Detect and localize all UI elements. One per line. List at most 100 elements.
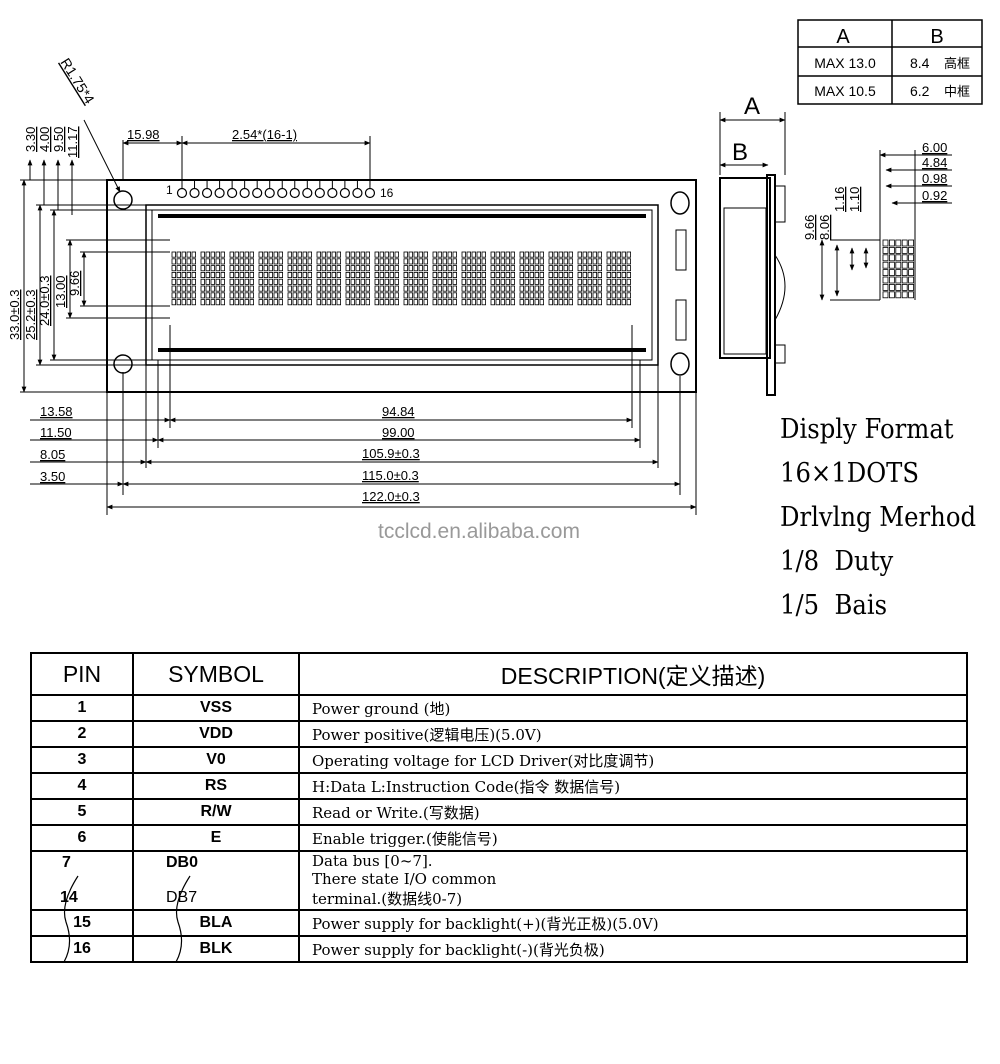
dot xyxy=(476,258,481,265)
dot xyxy=(587,265,592,272)
dim-13-00: 13.00 xyxy=(53,275,68,308)
dot xyxy=(481,251,486,258)
dot xyxy=(452,265,457,272)
dot xyxy=(234,285,239,292)
dot xyxy=(403,292,408,299)
dim-11-17: 11.17 xyxy=(65,126,80,158)
dot xyxy=(384,251,389,258)
dot xyxy=(258,285,263,292)
dot xyxy=(611,265,616,272)
box-row2-b-label: 中框 xyxy=(944,84,970,99)
dot xyxy=(442,251,447,258)
dot xyxy=(307,278,312,285)
dot xyxy=(461,251,466,258)
dot xyxy=(577,292,582,299)
data-bus-desc-line-1: Data bus [0~7]. xyxy=(312,852,433,870)
dot xyxy=(500,258,505,265)
dot xyxy=(592,285,597,292)
dot xyxy=(379,265,384,272)
dot xyxy=(505,265,510,272)
symbol-cell: BLA xyxy=(132,909,300,937)
dot xyxy=(553,292,558,299)
character-cell xyxy=(606,251,631,306)
dot xyxy=(374,251,379,258)
dot xyxy=(432,278,437,285)
dot xyxy=(181,278,186,285)
display-format-block: Disply Format 16×1DOTS Drlvlng Merhod 1/… xyxy=(780,408,976,628)
dot xyxy=(461,265,466,272)
dot xyxy=(191,258,196,265)
dot xyxy=(495,251,500,258)
dot xyxy=(592,299,597,306)
dot xyxy=(558,251,563,258)
dot xyxy=(229,265,234,272)
dot xyxy=(495,278,500,285)
symbol-cell: E xyxy=(132,824,300,852)
dot xyxy=(350,265,355,272)
dot xyxy=(519,285,524,292)
dot xyxy=(215,271,220,278)
dot xyxy=(437,258,442,265)
dot xyxy=(597,292,602,299)
dot xyxy=(220,258,225,265)
dot xyxy=(582,265,587,272)
dot xyxy=(350,251,355,258)
dot xyxy=(171,258,176,265)
dot xyxy=(524,278,529,285)
dot xyxy=(394,271,399,278)
dot xyxy=(229,292,234,299)
dot xyxy=(621,299,626,306)
dot xyxy=(510,271,515,278)
dim-15-98: 15.98 xyxy=(127,127,160,142)
dot xyxy=(273,265,278,272)
dot xyxy=(621,285,626,292)
dot xyxy=(345,271,350,278)
data-bus-symbol-start: DB0 xyxy=(166,854,199,871)
dot xyxy=(263,299,268,306)
dot xyxy=(563,271,568,278)
dot xyxy=(568,265,573,272)
detail-dot xyxy=(895,261,902,269)
dot xyxy=(171,299,176,306)
character-cell xyxy=(287,251,312,306)
dot xyxy=(452,271,457,278)
dot xyxy=(481,292,486,299)
dot xyxy=(597,285,602,292)
detail-dot xyxy=(889,239,895,247)
dot xyxy=(423,265,428,272)
dot xyxy=(577,278,582,285)
dot xyxy=(447,292,452,299)
dot xyxy=(258,251,263,258)
header-symbol: SYMBOL xyxy=(132,652,300,696)
detail-left-3: 1.16 xyxy=(832,187,847,212)
dot xyxy=(476,251,481,258)
dot xyxy=(205,292,210,299)
dot xyxy=(539,265,544,272)
dot xyxy=(215,251,220,258)
dot xyxy=(234,299,239,306)
dot xyxy=(273,299,278,306)
dot xyxy=(442,265,447,272)
dot xyxy=(539,292,544,299)
dot xyxy=(205,251,210,258)
dot xyxy=(379,285,384,292)
dot xyxy=(466,251,471,258)
dot xyxy=(403,251,408,258)
dot xyxy=(287,299,292,306)
dot xyxy=(452,251,457,258)
dot xyxy=(205,299,210,306)
dot xyxy=(529,265,534,272)
dot xyxy=(331,265,336,272)
dot xyxy=(418,285,423,292)
dim-122-0: 122.0±0.3 xyxy=(362,489,420,504)
dot xyxy=(466,285,471,292)
detail-dot xyxy=(895,246,902,254)
dot xyxy=(510,299,515,306)
dot xyxy=(210,271,215,278)
dot xyxy=(360,251,365,258)
dot xyxy=(606,265,611,272)
dot xyxy=(553,265,558,272)
dot xyxy=(336,292,341,299)
dot xyxy=(389,292,394,299)
